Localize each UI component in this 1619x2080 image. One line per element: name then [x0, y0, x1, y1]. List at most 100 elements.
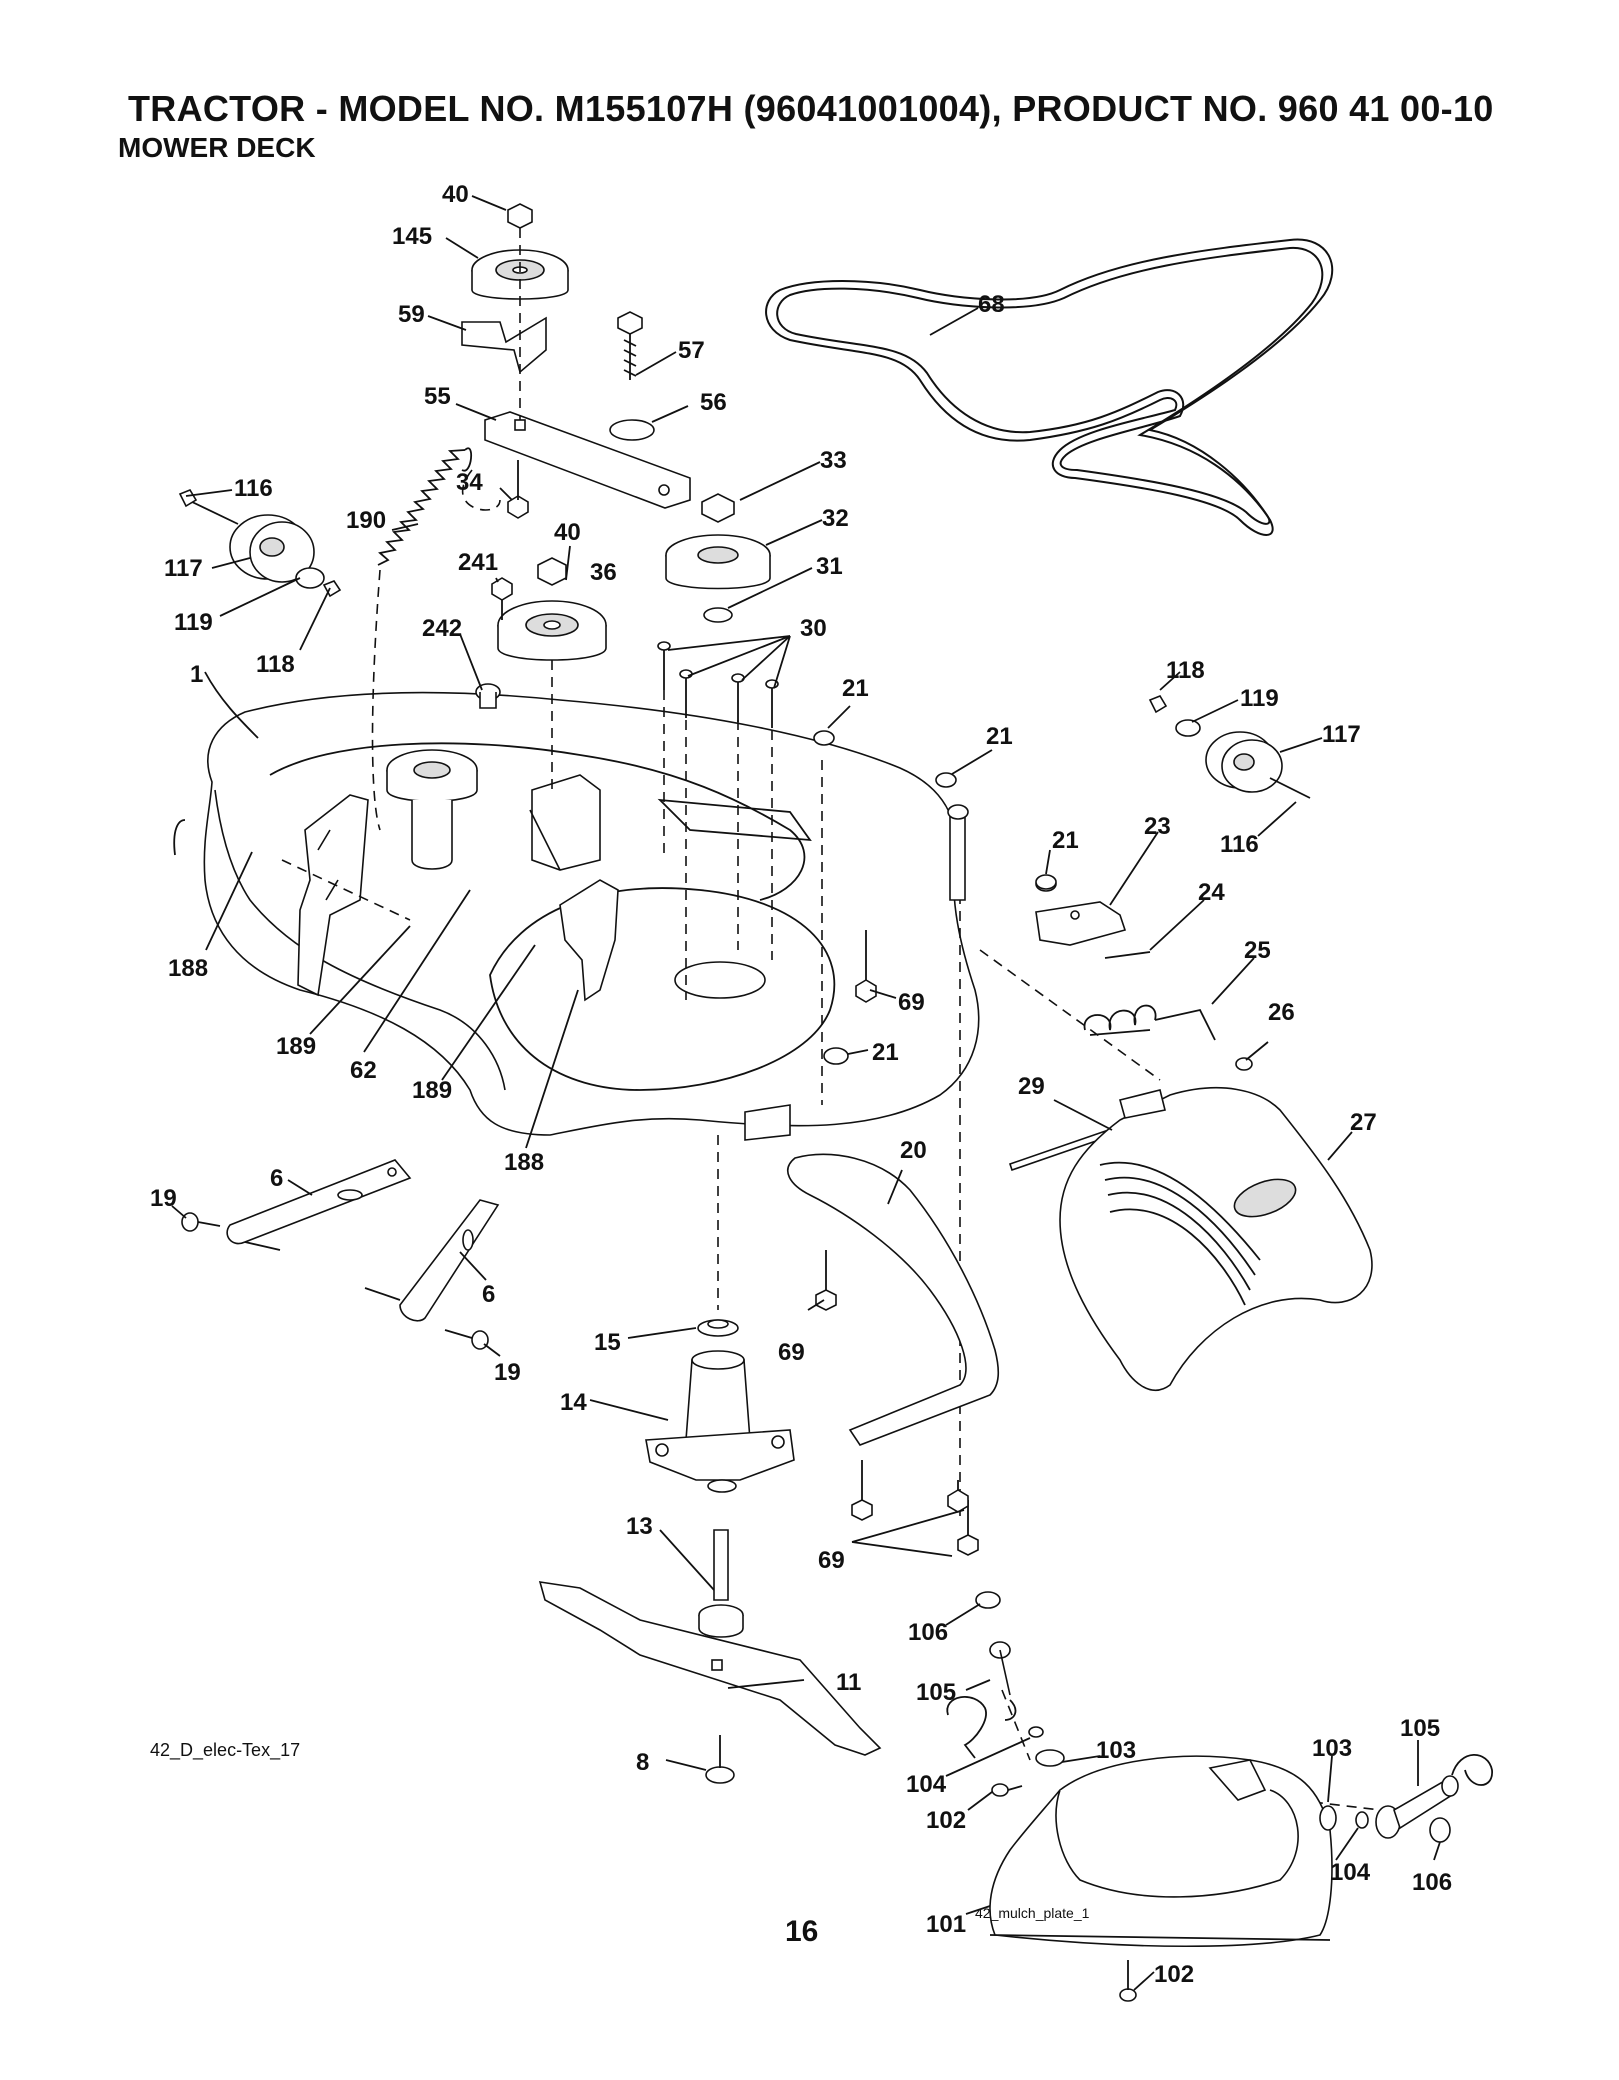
callout-68: 68 — [978, 291, 1005, 318]
callout-40-second: 40 — [554, 519, 581, 546]
bracket-23 — [1035, 874, 1127, 946]
callout-56: 56 — [700, 389, 727, 416]
callout-6-lower: 6 — [482, 1281, 495, 1308]
washer-104-left — [1028, 1726, 1044, 1738]
idler-pulley-upper — [461, 203, 569, 374]
spring-25 — [1083, 1004, 1216, 1041]
callout-34: 34 — [456, 469, 483, 496]
callout-15: 15 — [594, 1329, 621, 1356]
callout-26: 26 — [1268, 999, 1295, 1026]
bracket-6-lower — [364, 1199, 500, 1322]
bolt-8 — [705, 1735, 735, 1784]
bracket-6-upper — [226, 1159, 412, 1251]
spindle-shaft-13 — [698, 1529, 744, 1638]
callout-105-right: 105 — [1400, 1715, 1440, 1742]
spring-190 — [377, 447, 472, 566]
bolt-242 — [475, 683, 501, 709]
callout-104-left: 104 — [906, 1771, 947, 1798]
callout-69-c: 69 — [818, 1547, 845, 1574]
bearing-15 — [697, 1319, 739, 1337]
callout-188-left: 188 — [168, 955, 208, 982]
callout-40: 40 — [442, 181, 469, 208]
callout-21-d: 21 — [872, 1039, 899, 1066]
washer-103-right — [1319, 1805, 1337, 1831]
callout-27: 27 — [1350, 1109, 1377, 1136]
discharge-chute — [1059, 1086, 1373, 1391]
baffle-20 — [787, 1153, 1000, 1446]
blade-11 — [538, 1581, 882, 1756]
rod-105-right — [1375, 1754, 1493, 1839]
gauge-wheel-left — [178, 489, 342, 598]
washer-106-left — [975, 1591, 1001, 1609]
callout-23: 23 — [1144, 813, 1171, 840]
callout-59: 59 — [398, 301, 425, 328]
callout-69-b: 69 — [778, 1339, 805, 1366]
mulch-plate-101 — [989, 1755, 1333, 1948]
callout-117-left: 117 — [164, 555, 203, 582]
leader-lines — [171, 195, 1441, 1991]
callout-24: 24 — [1198, 879, 1225, 906]
callout-19-lower: 19 — [494, 1359, 521, 1386]
bolt-19-lower — [444, 1329, 489, 1350]
callout-116-left: 116 — [234, 475, 273, 502]
diagram-code: 42_D_elec-Tex_17 — [150, 1740, 301, 1760]
callout-8: 8 — [636, 1749, 649, 1776]
pulley-36 — [491, 557, 607, 661]
washer-106-right — [1429, 1817, 1451, 1843]
bolt-102-lower — [1119, 1960, 1137, 2002]
mower-deck-shell — [173, 691, 980, 1141]
callout-102-lower: 102 — [1154, 1961, 1194, 1988]
callout-103-left: 103 — [1096, 1737, 1136, 1764]
bolt-57 — [617, 311, 643, 380]
callout-29: 29 — [1018, 1073, 1045, 1100]
callout-118-left: 118 — [256, 651, 295, 678]
pin-24 — [1104, 951, 1151, 959]
bolt-102-upper — [991, 1783, 1023, 1797]
page-number: 16 — [785, 1915, 819, 1948]
callout-241: 241 — [458, 549, 498, 576]
callout-19-upper: 19 — [150, 1185, 177, 1212]
callout-116-right: 116 — [1220, 831, 1259, 858]
spindle-housing-14 — [645, 1350, 795, 1493]
callout-102-upper: 102 — [926, 1807, 966, 1834]
callout-21-c: 21 — [1052, 827, 1079, 854]
callout-106-right: 106 — [1412, 1869, 1452, 1896]
rod-105-left — [946, 1641, 1017, 1759]
callout-188-right: 188 — [504, 1149, 544, 1176]
callout-20: 20 — [900, 1137, 927, 1164]
gauge-wheel-right — [1148, 695, 1311, 799]
page-title: TRACTOR - MODEL NO. M155107H (9604100100… — [128, 88, 1494, 129]
mulch-code: 42_mulch_plate_1 — [975, 1905, 1090, 1921]
callout-105-left: 105 — [916, 1679, 956, 1706]
callout-103-right: 103 — [1312, 1735, 1352, 1762]
nuts-21 — [813, 730, 1057, 1065]
bolts-69-lower — [815, 1250, 979, 1556]
callout-190: 190 — [346, 507, 386, 534]
washer-56 — [609, 419, 655, 441]
washer-103-left — [1035, 1749, 1065, 1767]
callout-101: 101 — [926, 1911, 966, 1938]
callout-31: 31 — [816, 553, 843, 580]
callout-6-upper: 6 — [270, 1165, 283, 1192]
callout-14: 14 — [560, 1389, 587, 1416]
callout-30: 30 — [800, 615, 827, 642]
callout-36: 36 — [590, 559, 617, 586]
washer-26 — [1235, 1057, 1253, 1071]
callout-25: 25 — [1244, 937, 1271, 964]
bolt-34 — [507, 460, 529, 519]
callout-106-left: 106 — [908, 1619, 948, 1646]
callout-21-a: 21 — [842, 675, 869, 702]
callout-189-left: 189 — [276, 1033, 316, 1060]
pulley-32 — [665, 493, 771, 623]
callout-69-a: 69 — [898, 989, 925, 1016]
callout-119-left: 119 — [174, 609, 213, 636]
callout-119-right: 119 — [1240, 685, 1279, 712]
callout-11: 11 — [836, 1669, 861, 1696]
bolt-19-upper — [181, 1212, 221, 1232]
page-subtitle: MOWER DECK — [118, 132, 316, 163]
callout-55: 55 — [424, 383, 451, 410]
assembly-lines — [281, 228, 1381, 1811]
callout-21-b: 21 — [986, 723, 1013, 750]
idler-arm-bracket — [484, 411, 691, 509]
